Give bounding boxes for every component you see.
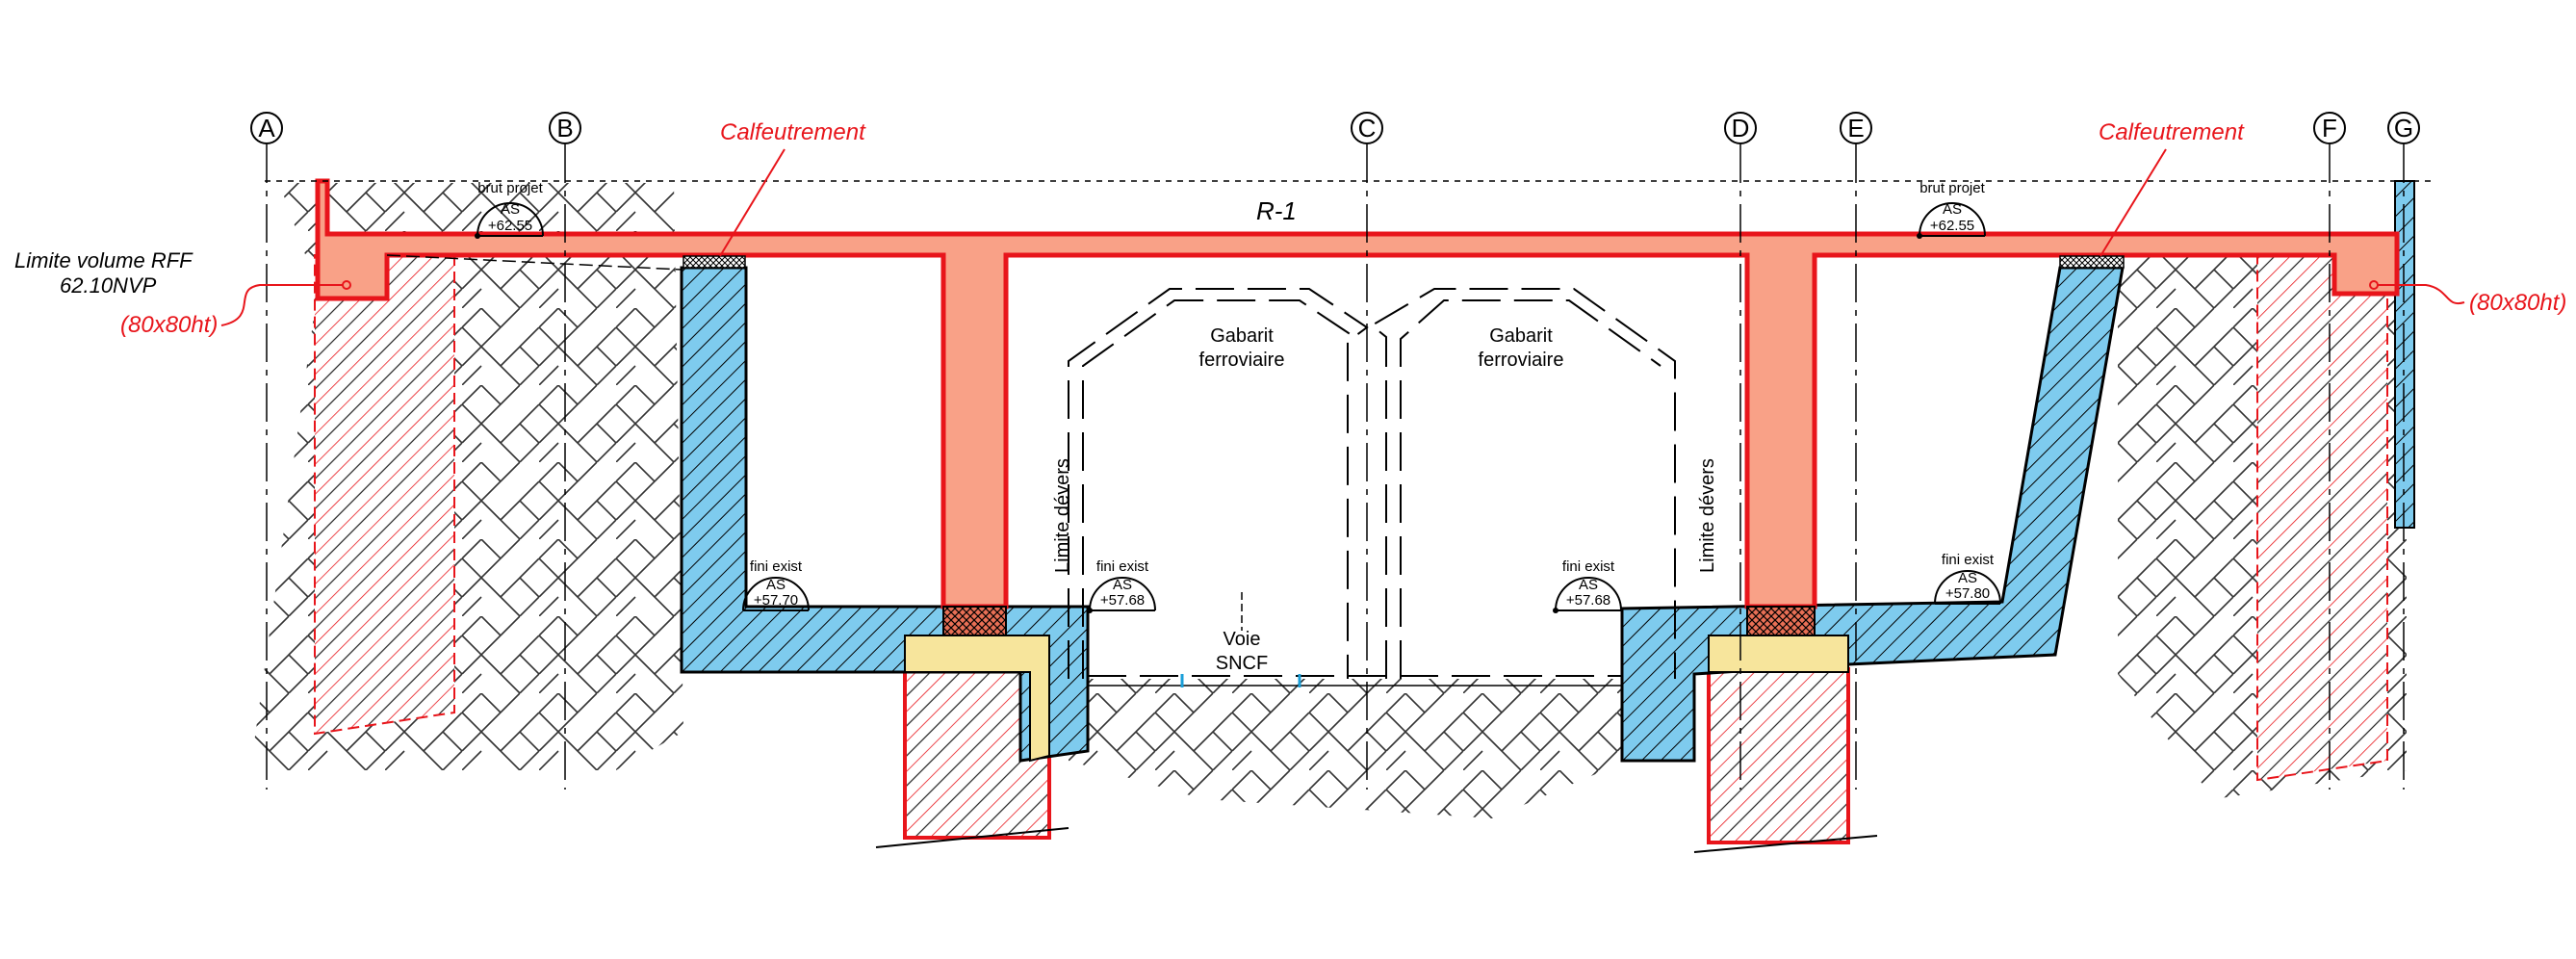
svg-text:AS: AS [1113, 577, 1132, 593]
svg-text:fini exist: fini exist [1942, 552, 1995, 568]
pile-center-right [1693, 667, 1878, 853]
filler-right [1708, 635, 1849, 673]
level-fini-4: fini exist AS +57.80 [1934, 552, 2001, 605]
calfeutrement-label-right: Calfeutrement [2099, 119, 2245, 145]
dim-label-right: (80x80ht) [2469, 290, 2566, 316]
voie-line1: Voie [1224, 629, 1261, 650]
svg-text:fini exist: fini exist [1096, 558, 1149, 575]
level-fini-2: fini exist AS +57.68 [1087, 558, 1156, 613]
svg-text:brut projet: brut projet [477, 180, 543, 196]
pile-right [2256, 254, 2388, 782]
filler-left [904, 635, 1050, 763]
voie-line2: SNCF [1216, 653, 1268, 674]
svg-text:+57.80: +57.80 [1945, 585, 1990, 602]
gabarit-left-line2: ferroviaire [1199, 350, 1285, 371]
svg-text:F: F [2322, 114, 2337, 143]
svg-text:+62.55: +62.55 [488, 218, 532, 234]
svg-text:+62.55: +62.55 [1930, 218, 1974, 234]
svg-text:AS: AS [1943, 201, 1962, 218]
pile-left [314, 254, 455, 736]
limite-volume-line2: 62.10NVP [60, 273, 157, 298]
svg-text:brut projet: brut projet [1919, 180, 1985, 196]
calfeutrement-label-left: Calfeutrement [720, 119, 866, 145]
dim-label-left: (80x80ht) [120, 312, 218, 338]
gabarit-left-line1: Gabarit [1210, 325, 1274, 347]
svg-text:+57.70: +57.70 [754, 592, 798, 609]
svg-text:AS: AS [766, 577, 786, 593]
svg-text:AS: AS [1958, 570, 1977, 586]
gabarit-left-outline [1068, 288, 1369, 679]
svg-text:fini exist: fini exist [750, 558, 803, 575]
soil-middle [1069, 679, 1627, 818]
level-brut-right: brut projet AS +62.55 [1917, 180, 1986, 239]
svg-text:AS: AS [1579, 577, 1598, 593]
level-fini-1: fini exist AS +57.70 [742, 558, 810, 611]
gabarit-right-outline [1370, 288, 1676, 679]
calfeutrement-strip-left [683, 255, 746, 269]
axis-bubble-c: C [1351, 112, 1383, 144]
axis-bubble-e: E [1840, 112, 1872, 144]
gabarit-right-line2: ferroviaire [1479, 350, 1564, 371]
svg-text:D: D [1732, 114, 1750, 143]
axis-bubble-a: A [250, 112, 283, 144]
svg-text:fini exist: fini exist [1562, 558, 1615, 575]
abutment-left [680, 266, 1090, 763]
svg-text:A: A [258, 114, 275, 143]
axis-bubble-f: F [2313, 112, 2346, 144]
svg-text:AS: AS [501, 201, 520, 218]
svg-text:E: E [1847, 114, 1864, 143]
axis-bubble-b: B [549, 112, 581, 144]
gabarit-right-line1: Gabarit [1489, 325, 1553, 347]
axis-lines [266, 144, 2405, 790]
limite-devers-right: Limite dévers [1697, 458, 1718, 573]
level-fini-3: fini exist AS +57.68 [1553, 558, 1622, 613]
level-brut-left: brut projet AS +62.55 [475, 180, 544, 239]
deck-label: R-1 [1256, 196, 1297, 225]
calfeutrement-strip-right [2059, 255, 2125, 269]
svg-text:+57.68: +57.68 [1566, 592, 1610, 609]
svg-text:G: G [2394, 114, 2413, 143]
svg-text:B: B [556, 114, 573, 143]
rail-markers [1180, 674, 1301, 687]
axis-bubble-g: G [2387, 112, 2420, 144]
svg-text:C: C [1358, 114, 1377, 143]
svg-text:+57.68: +57.68 [1100, 592, 1145, 609]
limite-volume-line1: Limite volume RFF [14, 248, 193, 272]
axis-bubble-d: D [1724, 112, 1757, 144]
limite-devers-left: Limite dévers [1052, 458, 1073, 573]
